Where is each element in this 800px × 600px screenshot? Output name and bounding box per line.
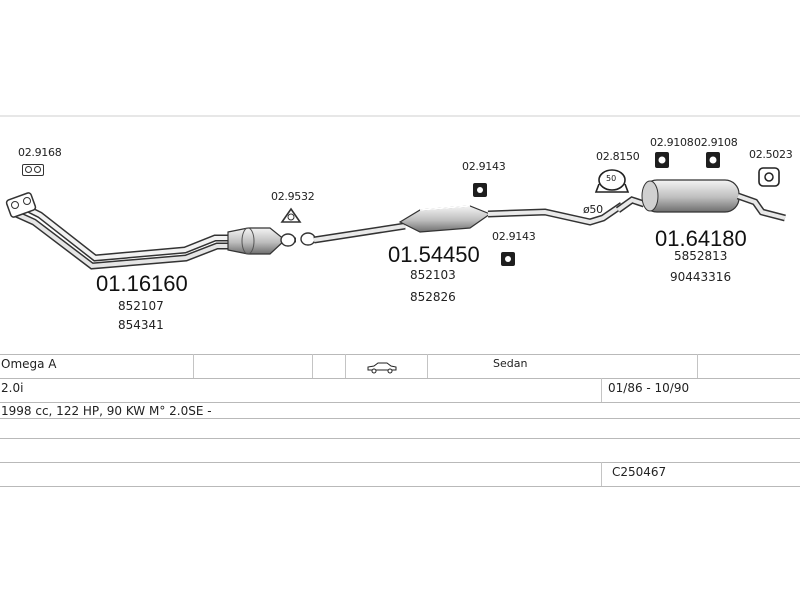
rear-silencer-ref1: 5852813 xyxy=(674,249,728,263)
front-pipe-ref1: 852107 xyxy=(118,299,164,313)
front-gasket-code: 02.9168 xyxy=(18,146,62,159)
vehicle-body: Sedan xyxy=(493,357,528,370)
clamp-code: 02.8150 xyxy=(596,150,640,163)
front-pipe xyxy=(5,192,232,270)
hanger-top-code: 02.9143 xyxy=(462,160,506,173)
table-line xyxy=(0,438,800,439)
clamp-size-label: 50 xyxy=(606,174,617,183)
table-divider xyxy=(193,354,194,378)
rear-silencer xyxy=(615,179,786,222)
center-silencer-code: 01.54450 xyxy=(388,242,480,267)
table-divider xyxy=(601,462,602,486)
clamp xyxy=(594,169,630,193)
rear-mount-3 xyxy=(758,167,780,187)
rear-mount-2 xyxy=(706,152,720,168)
center-pipe xyxy=(313,222,406,244)
table-line xyxy=(0,378,800,379)
front-pipe-code: 01.16160 xyxy=(96,271,188,296)
table-line xyxy=(0,418,800,419)
intermediate-pipe xyxy=(487,202,624,226)
table-divider xyxy=(345,354,346,378)
rear-silencer-ref2: 90443316 xyxy=(670,270,732,284)
rear-silencer-code: 01.64180 xyxy=(655,226,747,251)
vehicle-specs: 1998 cc, 122 HP, 90 KW M° 2.0SE - xyxy=(1,404,212,418)
table-line xyxy=(0,462,800,463)
rear-mount-3-code: 02.5023 xyxy=(749,148,793,161)
rear-mount-1-code: 02.9108 xyxy=(650,136,694,149)
table-line xyxy=(0,354,800,355)
sedan-car-icon xyxy=(367,362,397,374)
center-silencer-ref2: 852826 xyxy=(410,290,456,304)
exhaust-diagram: 02.9168 02.9532 01.16160 852107 854341 0… xyxy=(0,115,800,332)
vehicle-model: Omega A xyxy=(1,357,57,371)
pipe-diameter: ø50 xyxy=(583,203,603,216)
exhaust-system-drawing xyxy=(0,115,800,270)
table-line xyxy=(0,486,800,487)
hanger-top xyxy=(473,183,487,197)
rear-mount-1 xyxy=(655,152,669,168)
table-divider xyxy=(312,354,313,378)
front-pipe-ref2: 854341 xyxy=(118,318,164,332)
table-divider xyxy=(427,354,428,378)
center-silencer xyxy=(398,205,492,233)
ring-gasket xyxy=(300,232,316,246)
gasket-triangle xyxy=(280,207,302,223)
hanger-bottom xyxy=(501,252,515,266)
rear-mount-2-code: 02.9108 xyxy=(694,136,738,149)
cat-gasket-code: 02.9532 xyxy=(271,190,315,203)
catalog-code: C250467 xyxy=(612,465,667,479)
ring-gasket xyxy=(280,233,296,247)
table-line xyxy=(0,402,800,403)
hanger-bottom-code: 02.9143 xyxy=(492,230,536,243)
vehicle-engine: 2.0i xyxy=(1,381,24,395)
vehicle-years: 01/86 - 10/90 xyxy=(608,381,690,395)
table-divider xyxy=(697,354,698,378)
front-gasket-icon xyxy=(22,164,44,176)
center-silencer-ref1: 852103 xyxy=(410,268,456,282)
table-divider xyxy=(601,378,602,402)
